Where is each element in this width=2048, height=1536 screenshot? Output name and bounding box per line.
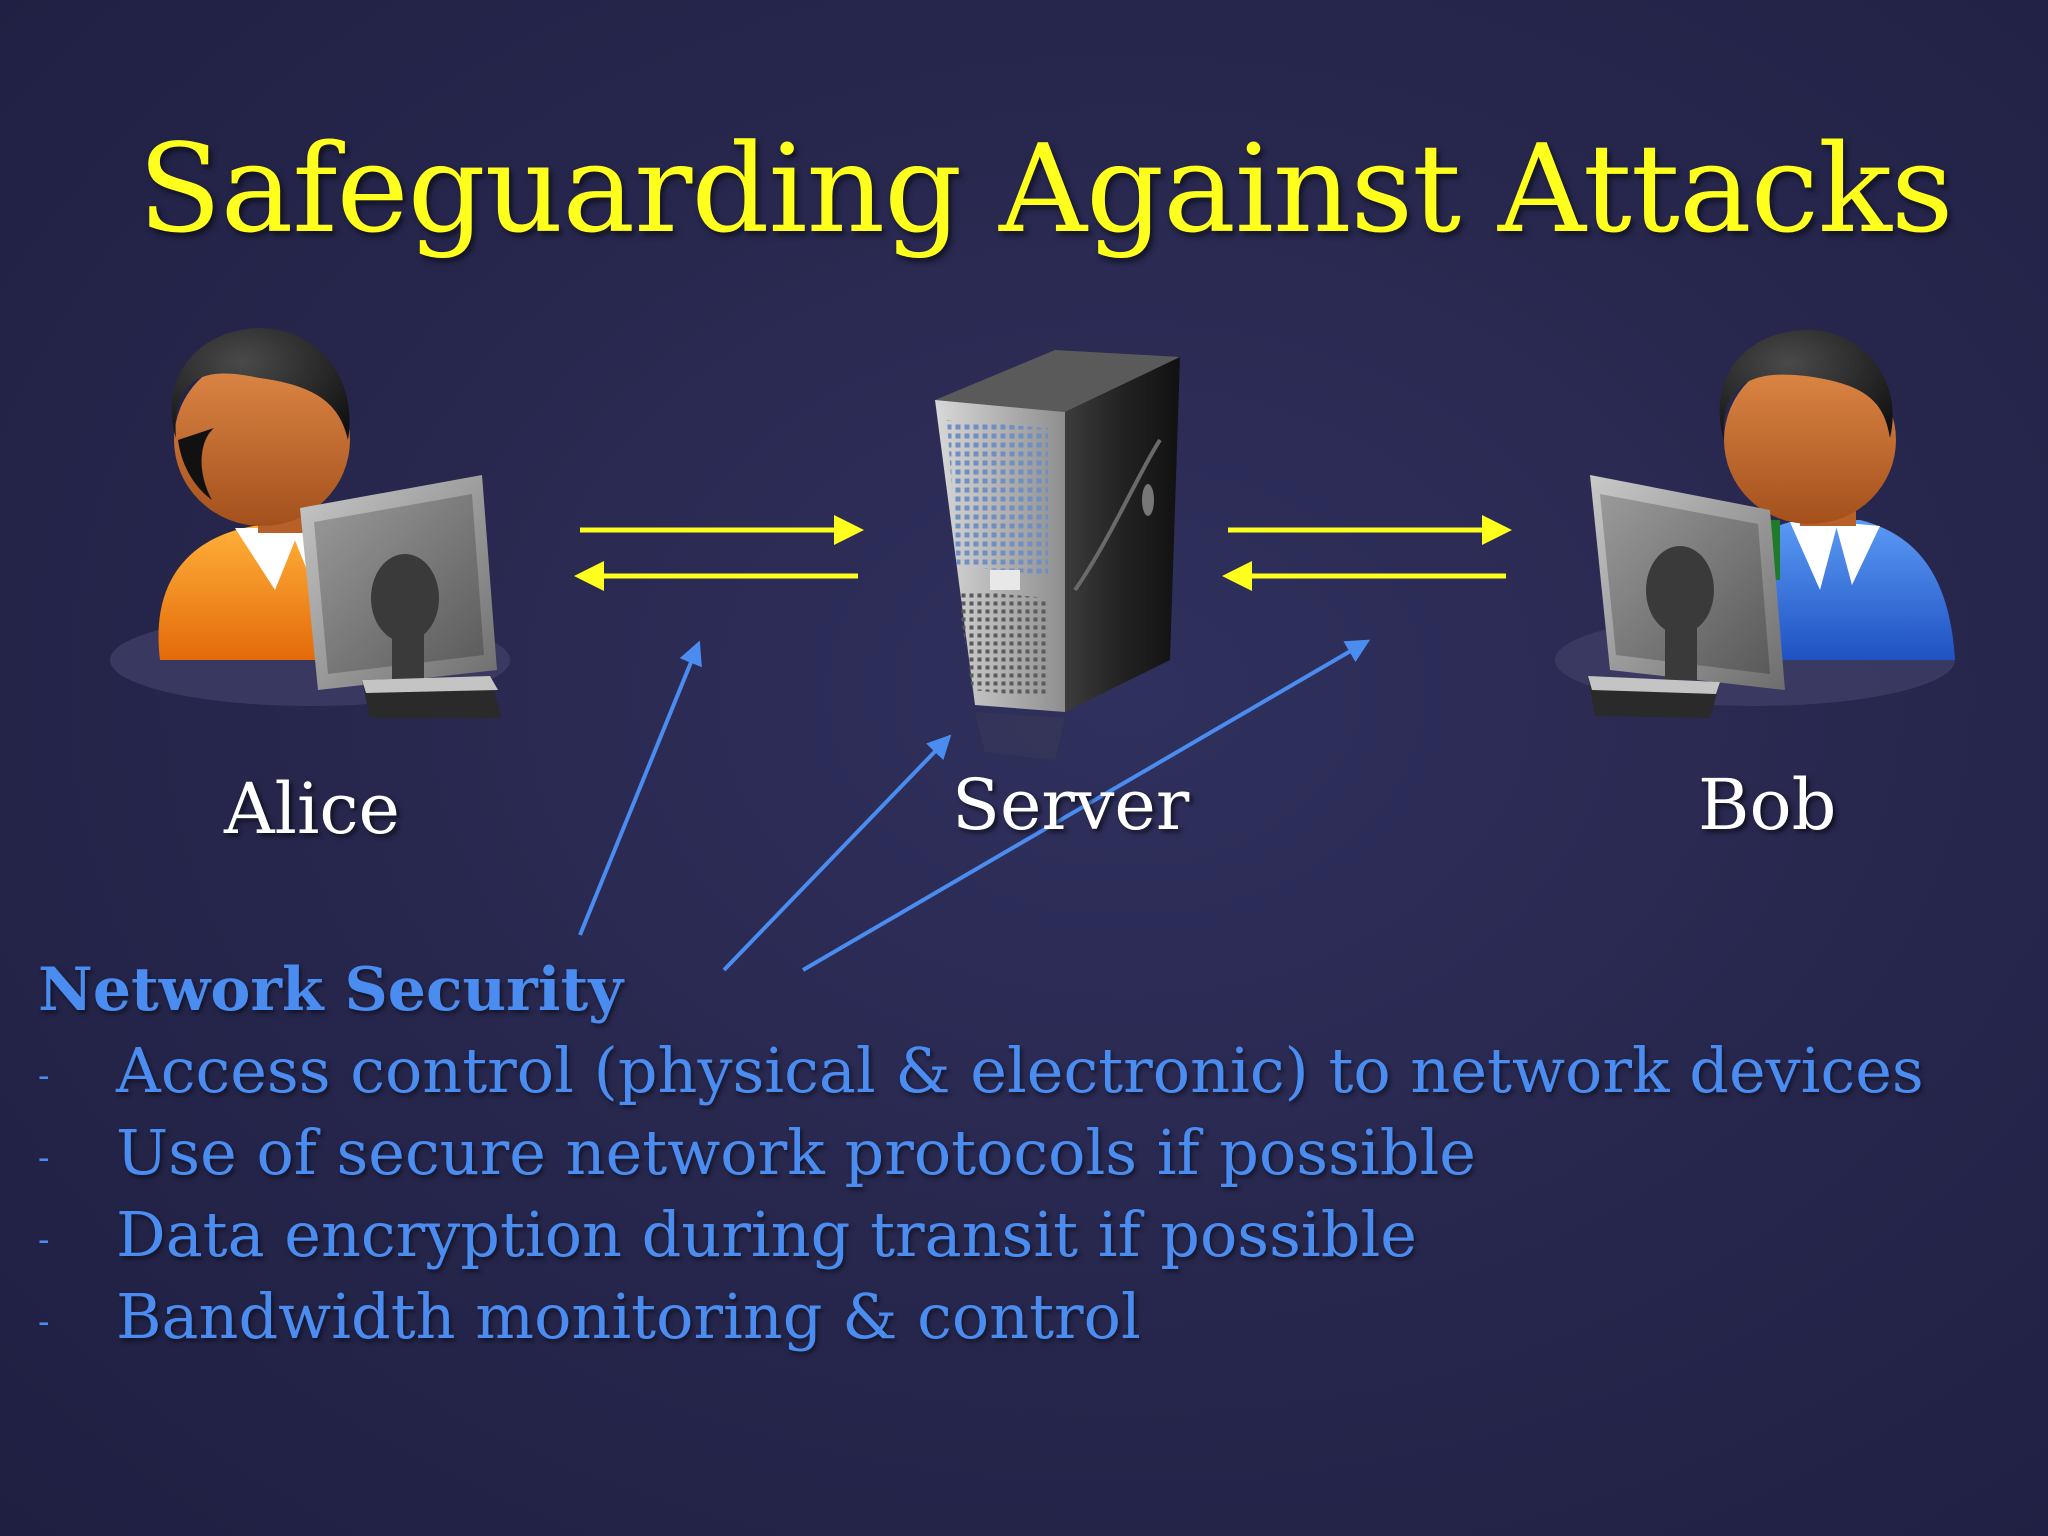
bullet-dash: - (38, 1056, 50, 1096)
bullet-text: Data encryption during transit if possib… (116, 1198, 1417, 1271)
traffic-arrows (574, 515, 1512, 591)
pointer-arrows (578, 639, 1371, 972)
bullet-dash: - (38, 1302, 50, 1342)
pointer-to-server (722, 734, 952, 972)
server-icon (935, 350, 1180, 760)
bullet-text: Bandwidth monitoring & control (116, 1280, 1141, 1353)
bullet-text: Use of secure network protocols if possi… (116, 1116, 1476, 1189)
section-heading: Network Security (38, 955, 624, 1025)
label-bob: Bob (1698, 764, 1837, 846)
bullet-dash: - (38, 1220, 50, 1260)
slide-title: Safeguarding Against Attacks (138, 118, 1954, 260)
bob-icon (1555, 330, 1955, 718)
pointer-to-alice-link (578, 640, 702, 936)
label-server: Server (952, 764, 1190, 846)
label-alice: Alice (224, 768, 400, 850)
bullet-dash: - (38, 1138, 50, 1178)
bullet-text: Access control (physical & electronic) t… (116, 1034, 1924, 1107)
alice-icon (110, 328, 510, 718)
pointer-to-bob-link (801, 639, 1371, 972)
